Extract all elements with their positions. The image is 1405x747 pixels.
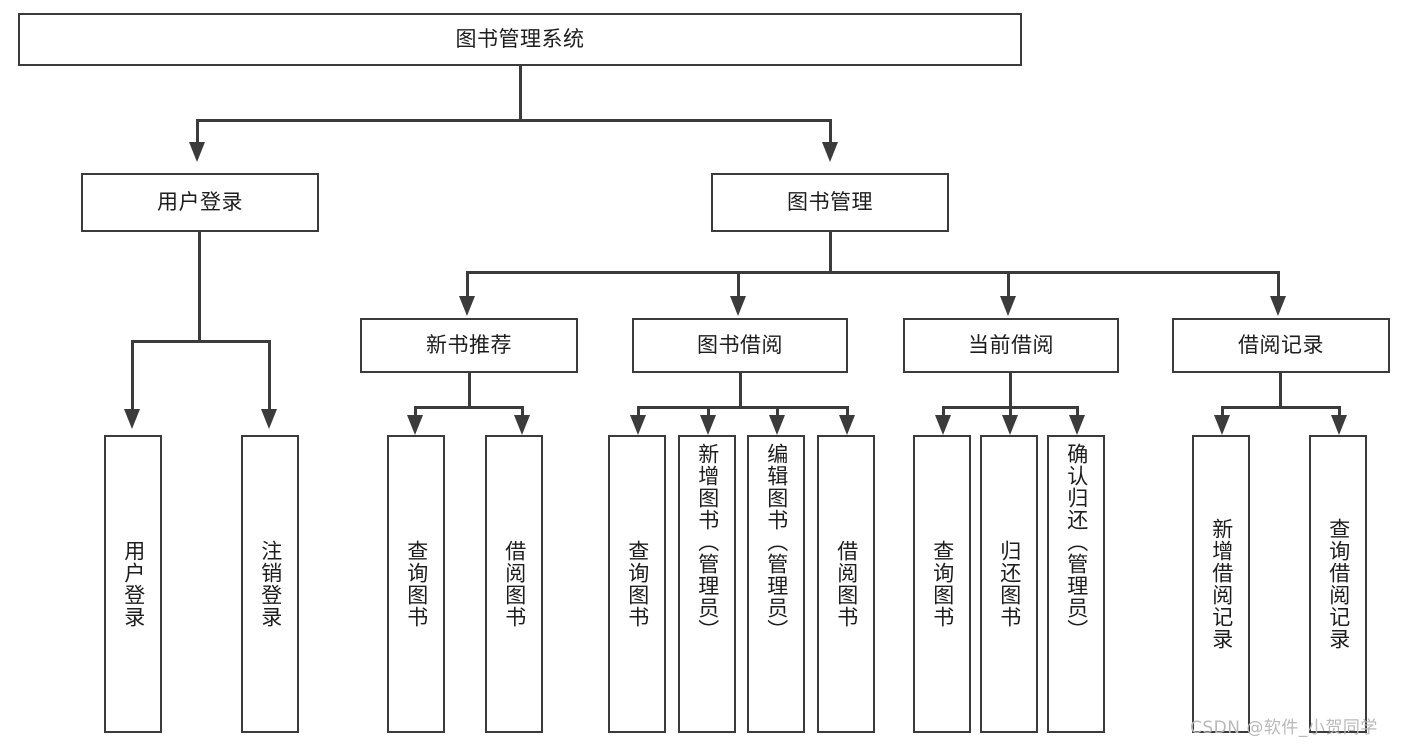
connector-bb-c4 xyxy=(846,406,849,418)
leaf-query-book-borrow[interactable]: 查询图书 xyxy=(608,435,666,733)
node-label: 当前借阅 xyxy=(968,332,1054,357)
connector-cb-c1 xyxy=(942,406,945,418)
leaf-query-book-current[interactable]: 查询图书 xyxy=(913,435,971,733)
leaf-label: 借阅图书 xyxy=(834,540,859,628)
leaf-borrow-book-new[interactable]: 借阅图书 xyxy=(485,435,543,733)
connector-nbr-right xyxy=(521,406,524,418)
node-label: 借阅记录 xyxy=(1238,332,1324,357)
leaf-add-book[interactable]: 新增图书（管理员） xyxy=(678,435,736,733)
connector-bb-c3 xyxy=(776,406,779,418)
connector-cb-c2 xyxy=(1009,406,1012,418)
node-user-login[interactable]: 用户登录 xyxy=(81,173,319,232)
arrow-to-leaf-return-book xyxy=(1002,415,1018,435)
arrow-to-new-book-recommend xyxy=(459,296,475,316)
node-label: 新书推荐 xyxy=(426,332,512,357)
leaf-label: 编辑图书（管理员） xyxy=(764,443,789,641)
connector-root-to-book-manage xyxy=(829,119,832,145)
leaf-return-book[interactable]: 归还图书 xyxy=(980,435,1038,733)
connector-bm-to-new-book xyxy=(466,271,469,298)
leaf-label: 查询图书 xyxy=(930,540,955,628)
connector-nbr-down xyxy=(468,373,471,409)
connector-root-bus xyxy=(196,119,832,122)
connector-root-down xyxy=(519,66,522,121)
arrow-to-leaf-borrow-book-1 xyxy=(514,415,530,435)
arrow-to-borrow-record xyxy=(1270,296,1286,316)
leaf-edit-book[interactable]: 编辑图书（管理员） xyxy=(747,435,805,733)
connector-root-to-user-login xyxy=(196,119,199,145)
watermark-csdn: CSDN @软件_小贺同学 xyxy=(1190,718,1378,738)
connector-bm-to-book-borrow xyxy=(737,271,740,298)
node-root-book-management-system[interactable]: 图书管理系统 xyxy=(18,13,1022,66)
arrow-to-leaf-add-book xyxy=(700,415,716,435)
connector-nbr-bus xyxy=(414,406,524,409)
leaf-user-logout[interactable]: 注销登录 xyxy=(241,435,299,733)
node-label: 图书管理系统 xyxy=(455,26,585,51)
connector-bb-down xyxy=(739,373,742,409)
connector-user-login-left xyxy=(131,340,134,412)
leaf-label: 借阅图书 xyxy=(502,540,527,628)
node-label: 用户登录 xyxy=(157,189,243,214)
connector-bm-to-current-borrow xyxy=(1007,271,1010,298)
connector-book-manage-bus xyxy=(466,271,1280,274)
node-new-book-recommend[interactable]: 新书推荐 xyxy=(360,318,578,373)
arrow-to-leaf-add-record xyxy=(1214,415,1230,435)
leaf-confirm-return[interactable]: 确认归还（管理员） xyxy=(1047,435,1105,733)
connector-user-login-down xyxy=(198,232,201,342)
arrow-to-current-borrow xyxy=(1000,296,1016,316)
leaf-label: 查询借阅记录 xyxy=(1326,518,1351,650)
leaf-borrow-book-borrow[interactable]: 借阅图书 xyxy=(817,435,875,733)
connector-bb-c1 xyxy=(637,406,640,418)
arrow-to-leaf-query-book-1 xyxy=(407,415,423,435)
node-borrow-record[interactable]: 借阅记录 xyxy=(1172,318,1390,373)
leaf-label: 查询图书 xyxy=(625,540,650,628)
connector-nbr-left xyxy=(414,406,417,418)
connector-user-login-right xyxy=(268,340,271,412)
connector-br-bus xyxy=(1221,406,1341,409)
connector-br-left xyxy=(1221,406,1224,418)
leaf-label: 确认归还（管理员） xyxy=(1064,443,1089,641)
leaf-add-borrow-record[interactable]: 新增借阅记录 xyxy=(1192,435,1250,733)
arrow-to-leaf-borrow-book-2 xyxy=(839,415,855,435)
arrow-to-user-login xyxy=(189,142,205,162)
node-label: 图书借阅 xyxy=(697,332,783,357)
arrow-to-leaf-edit-book xyxy=(769,415,785,435)
connector-cb-c3 xyxy=(1076,406,1079,418)
arrow-to-leaf-confirm-return xyxy=(1069,415,1085,435)
connector-br-down xyxy=(1279,373,1282,409)
leaf-label: 查询图书 xyxy=(404,540,429,628)
leaf-label: 新增图书（管理员） xyxy=(695,443,720,641)
leaf-label: 注销登录 xyxy=(258,540,283,628)
connector-bb-c2 xyxy=(707,406,710,418)
connector-user-login-bus xyxy=(131,340,271,343)
leaf-label: 归还图书 xyxy=(997,540,1022,628)
connector-br-right xyxy=(1338,406,1341,418)
node-book-borrow[interactable]: 图书借阅 xyxy=(632,318,848,373)
leaf-label: 新增借阅记录 xyxy=(1209,518,1234,650)
connector-bb-bus xyxy=(637,406,849,409)
leaf-label: 用户登录 xyxy=(121,540,146,628)
leaf-query-borrow-record[interactable]: 查询借阅记录 xyxy=(1309,435,1367,733)
arrow-to-book-manage xyxy=(822,142,838,162)
connector-bm-to-borrow-record xyxy=(1277,271,1280,298)
arrow-to-leaf-query-book-3 xyxy=(935,415,951,435)
connector-book-manage-down xyxy=(829,232,832,274)
arrow-to-leaf-user-login xyxy=(124,409,140,429)
leaf-query-book-new[interactable]: 查询图书 xyxy=(387,435,445,733)
arrow-to-leaf-query-book-2 xyxy=(630,415,646,435)
arrow-to-leaf-query-record xyxy=(1331,415,1347,435)
node-label: 图书管理 xyxy=(787,189,873,214)
leaf-user-login[interactable]: 用户登录 xyxy=(104,435,162,733)
arrow-to-book-borrow xyxy=(730,296,746,316)
node-current-borrow[interactable]: 当前借阅 xyxy=(903,318,1119,373)
node-book-manage[interactable]: 图书管理 xyxy=(711,173,949,232)
arrow-to-leaf-user-logout xyxy=(261,409,277,429)
connector-cb-down xyxy=(1009,373,1012,409)
